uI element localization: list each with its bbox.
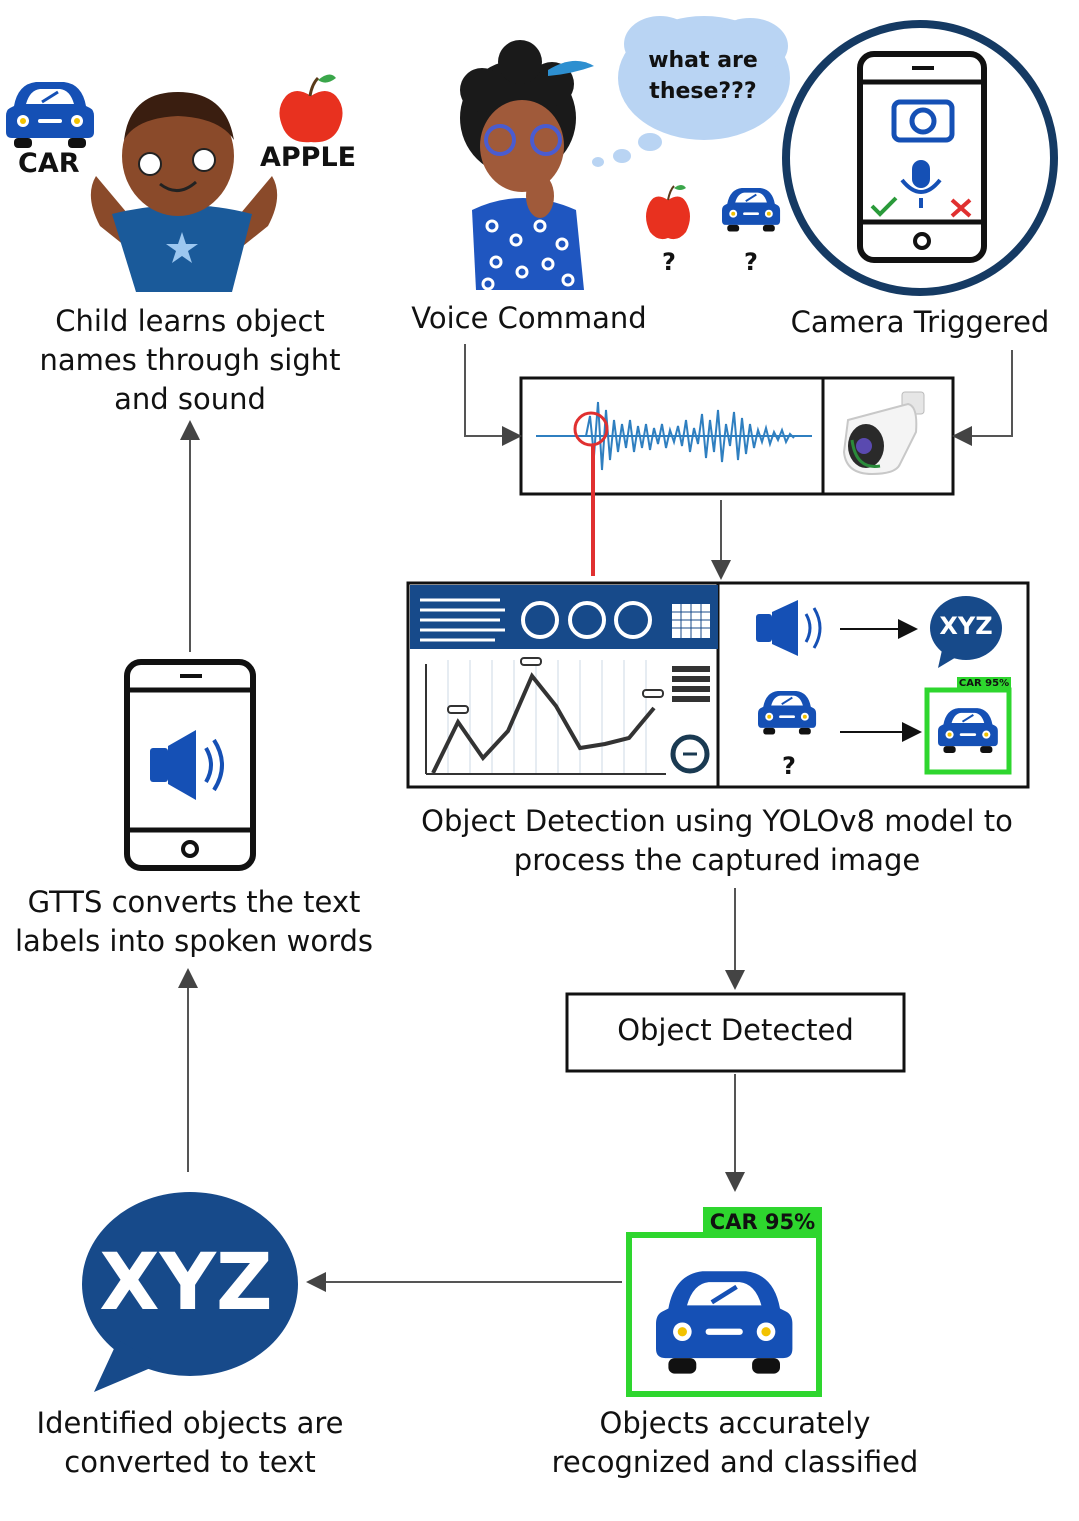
caption-object-detection: Object Detection using YOLOv8 model to p… (421, 804, 1013, 877)
question-mark: ? (662, 248, 676, 276)
dashboard-chart (410, 585, 718, 775)
waveform (536, 401, 812, 471)
speaker-icon (756, 600, 822, 656)
caption-child-learns: Child learns object names through sight … (39, 304, 341, 416)
speech-bubble-icon (930, 596, 1002, 668)
apple-question-icon (646, 185, 690, 240)
question-mark: ? (744, 248, 758, 276)
caption-voice-command: Voice Command (411, 301, 647, 335)
car-label: CAR (18, 148, 80, 179)
object-detected-box (565, 992, 906, 1073)
apple-label: APPLE (260, 142, 357, 173)
detection-tag-large: CAR 95% (703, 1207, 822, 1238)
detection-tag-small: CAR 95% (957, 677, 1011, 691)
question-mark: ? (782, 752, 796, 780)
caption-gtts: GTTS converts the text labels into spoke… (14, 885, 374, 958)
thought-bubble (592, 16, 790, 167)
phone-speaker-icon (124, 659, 256, 871)
apple-icon (279, 74, 343, 143)
xyz-large-text: XYZ (99, 1238, 273, 1328)
caption-identified-to-text: Identified objects are converted to text (36, 1406, 344, 1479)
car-question-icon (721, 186, 782, 233)
speech-bubble-icon (82, 1192, 298, 1392)
flow-arrows (178, 344, 1013, 1292)
phone-camera-icon (782, 20, 1058, 296)
object-detected-label: Object Detected (617, 1013, 854, 1047)
xyz-small-text: XYZ (939, 612, 993, 640)
security-camera (842, 391, 925, 476)
thought-text: what are these??? (648, 48, 758, 104)
car-icon (656, 1271, 792, 1373)
girl-illustration (460, 40, 594, 291)
caption-camera-triggered: Camera Triggered (790, 305, 1050, 339)
car-icon (4, 80, 96, 150)
boy-illustration (90, 92, 278, 292)
caption-accurately-recognized: Objects accurately recognized and classi… (551, 1406, 919, 1479)
